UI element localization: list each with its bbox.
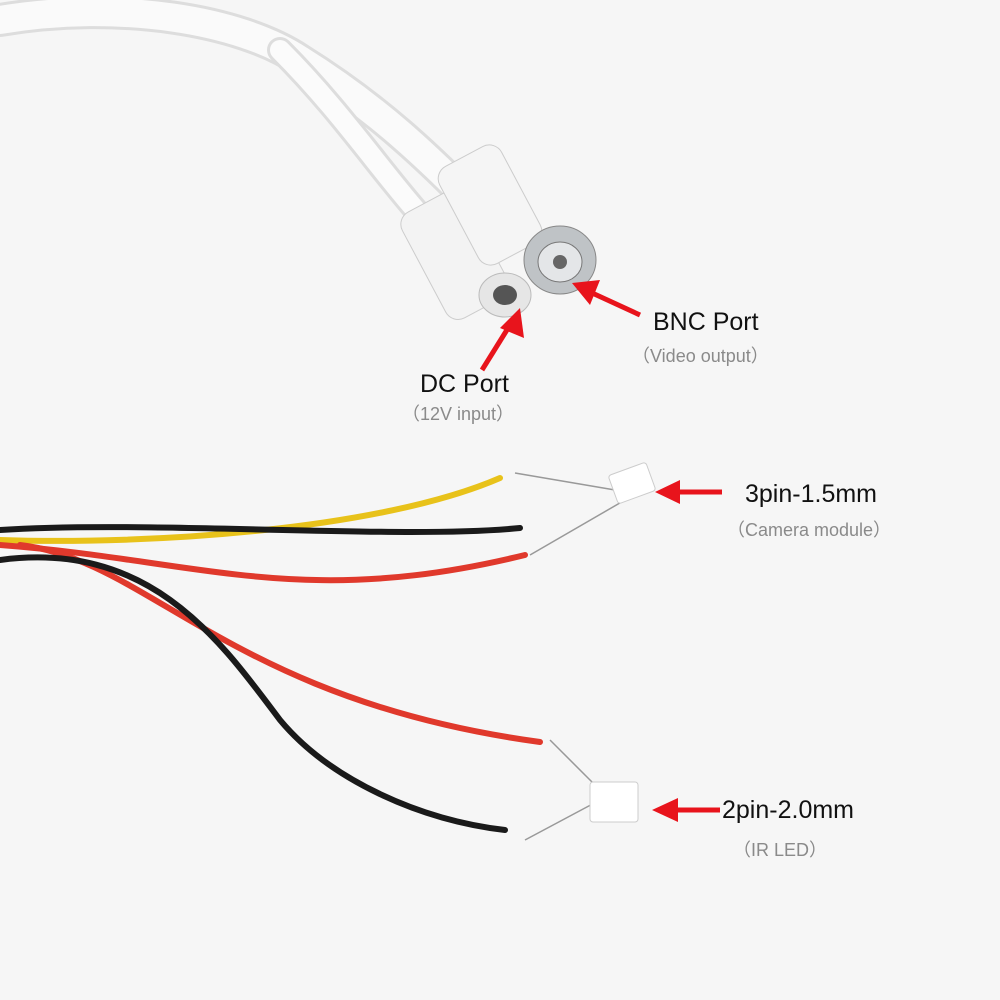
wires bbox=[0, 475, 543, 833]
camera-connector-subtitle: （Camera module） bbox=[727, 520, 892, 540]
arrow-dc bbox=[479, 323, 513, 372]
camera-3pin-connector bbox=[608, 462, 656, 504]
white-cable bbox=[0, 0, 487, 228]
bnc-port-title: BNC Port bbox=[653, 308, 759, 336]
bnc-port-subtitle: （Video output） bbox=[632, 346, 769, 366]
arrows bbox=[479, 280, 722, 822]
camera-connector-title: 3pin-1.5mm bbox=[745, 480, 877, 508]
arrow-bnc bbox=[588, 289, 642, 318]
dc-port-subtitle: （12V input） bbox=[402, 404, 515, 424]
ir-2pin-connector bbox=[589, 781, 639, 823]
bnc-connector bbox=[437, 144, 597, 295]
ir-connector-title: 2pin-2.0mm bbox=[722, 796, 854, 824]
ir-connector-subtitle: （IR LED） bbox=[733, 840, 828, 860]
dc-port-title: DC Port bbox=[420, 370, 509, 398]
